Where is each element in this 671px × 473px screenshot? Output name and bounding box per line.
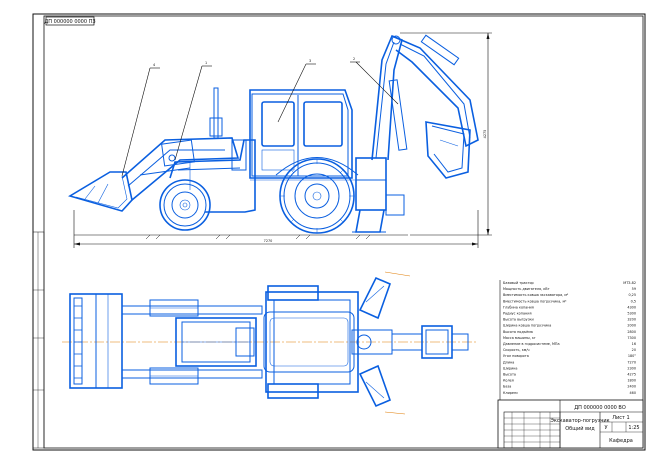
organization: Кафедра <box>609 438 633 444</box>
cab-plan <box>263 285 359 399</box>
outriggers-plan <box>358 276 392 408</box>
spec-label: Скорость, км/ч <box>503 348 529 352</box>
spec-label: Клиренс <box>503 391 518 395</box>
callout-3: 3 <box>309 59 311 63</box>
spec-value: 2800 <box>627 330 636 334</box>
overall-height-dim: 4275 <box>483 130 487 139</box>
backhoe-boom <box>371 34 408 161</box>
title-block: ДП 000000 0000 ВО Экскаватор-погрузчик О… <box>497 399 644 449</box>
spec-value: 0,25 <box>628 293 636 297</box>
spec-label: Базовый трактор <box>503 281 534 285</box>
spec-label: Высота подъёма <box>503 330 533 334</box>
spec-value: 3200 <box>627 318 636 322</box>
spec-label: Радиус копания <box>503 312 532 316</box>
exhaust-pipe <box>213 87 219 139</box>
spec-value: 16 <box>632 342 636 346</box>
side-view: 4 1 3 2 7270 4275 <box>68 32 492 248</box>
spec-label: Колея <box>503 379 514 383</box>
stage-letter: У <box>604 425 607 431</box>
spec-label: Ширина <box>503 366 517 370</box>
spec-label: Длина <box>503 360 514 364</box>
tractor-hood <box>169 87 256 213</box>
side-view-dimensions: 7270 4275 <box>73 32 492 248</box>
overall-length-dim: 7270 <box>264 239 273 243</box>
callout-2: 2 <box>353 57 355 61</box>
drawing-subtitle: Общий вид <box>565 425 595 432</box>
loader-boom <box>121 137 240 201</box>
tractor-cab <box>249 89 360 181</box>
drawing-frame <box>32 13 646 451</box>
stamp-box: ДП 000000 0000 ПЗ <box>44 16 96 26</box>
doc-code: ДП 000000 0000 ВО <box>574 405 626 411</box>
rear-right-tire <box>267 383 319 399</box>
loader-bucket <box>68 171 133 212</box>
spec-value: 59 <box>632 287 636 291</box>
front-wheel <box>159 179 211 231</box>
backhoe-stick <box>391 34 479 148</box>
spec-value: 5300 <box>627 312 636 316</box>
spec-label: Угол поворота <box>503 354 529 358</box>
spec-label: Вместимость ковша погрузчика, м³ <box>503 299 567 303</box>
backhoe-boom-plan <box>351 325 469 359</box>
backhoe-frame <box>352 157 405 233</box>
spec-value: 2000 <box>627 324 636 328</box>
stamp-code: ДП 000000 0000 ПЗ <box>44 19 95 25</box>
hood-plan <box>175 317 257 367</box>
spec-value: 7270 <box>627 360 636 364</box>
spec-label: Ширина ковша погрузчика <box>503 324 551 328</box>
rear-left-tire <box>267 285 319 301</box>
spec-label: Мощность двигателя, кВт <box>503 287 550 291</box>
drawing-scale: 1:25 <box>628 425 639 431</box>
spec-label: База <box>503 385 511 389</box>
spec-value: 2400 <box>627 385 636 389</box>
backhoe-bucket <box>425 121 471 179</box>
callout-4: 4 <box>153 63 155 67</box>
spec-value: 20 <box>632 348 636 352</box>
spec-value: 4275 <box>627 373 636 377</box>
callout-1: 1 <box>205 61 207 65</box>
spec-label: Высота выгрузки <box>503 318 534 322</box>
loader-arms-plan <box>121 299 263 385</box>
plan-view <box>62 271 478 415</box>
spec-label: Давление в гидросистеме, МПа <box>503 342 560 346</box>
spec-value: 1800 <box>627 379 636 383</box>
spec-value: 7300 <box>627 336 636 340</box>
callouts: 4 1 3 2 <box>121 57 399 177</box>
spec-label: Масса машины, кг <box>503 336 536 340</box>
spec-value: 2300 <box>627 366 636 370</box>
rear-wheel <box>275 157 359 234</box>
loader-bucket-plan <box>69 293 123 389</box>
spec-value: 180° <box>628 354 636 358</box>
sheet-number: Лист 1 <box>612 415 629 421</box>
spec-label: Высота <box>503 373 516 377</box>
spec-value: 460 <box>630 391 636 395</box>
spec-value: 4300 <box>627 305 636 309</box>
spec-value: МТЗ-82 <box>623 281 636 285</box>
spec-value: 0,5 <box>631 299 636 303</box>
spec-label: Вместимость ковша экскаватора, м³ <box>503 293 569 297</box>
spec-label: Глубина копания <box>503 305 534 309</box>
drawing-title: Экскаватор-погрузчик <box>550 418 609 424</box>
